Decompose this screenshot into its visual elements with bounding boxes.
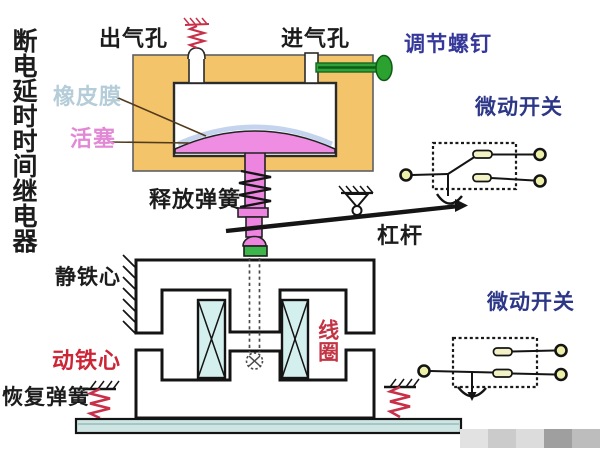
coil-label: 线圈 xyxy=(315,319,339,363)
watermark-blocks xyxy=(460,429,600,448)
adjusting-screw xyxy=(315,54,393,82)
contact-pad xyxy=(492,368,513,378)
terminal xyxy=(533,174,547,188)
rod-connector xyxy=(243,245,268,257)
base-plate xyxy=(74,417,463,435)
recovery-spring-label: 恢复弹簧 xyxy=(2,386,90,409)
terminal xyxy=(417,364,431,378)
rubber-membrane xyxy=(176,124,334,147)
fixed-mount-hatching xyxy=(122,254,137,335)
air-outlet-valve xyxy=(183,17,210,84)
contact-pad xyxy=(472,149,493,159)
piston-leader-line xyxy=(107,141,191,144)
terminal xyxy=(533,147,547,162)
micro-switch-lower-label: 微动开关 xyxy=(487,291,575,314)
rubber-membrane-label: 橡皮膜 xyxy=(53,84,123,109)
membrane-leader-line xyxy=(115,96,207,137)
moving-core-label: 动铁心 xyxy=(52,348,122,373)
terminal xyxy=(399,168,413,182)
micro-switch-lower xyxy=(417,336,568,401)
micro-switch-upper xyxy=(399,141,547,205)
static-core xyxy=(122,254,376,335)
piston-label: 活塞 xyxy=(70,126,117,151)
air-outlet-label: 出气孔 xyxy=(99,26,169,51)
actuator-cup xyxy=(457,386,487,398)
actuator-cup xyxy=(436,193,463,205)
contact-pad xyxy=(472,173,492,183)
release-spring xyxy=(237,169,272,257)
lever-label: 杠杆 xyxy=(377,223,424,248)
release-spring-label: 释放弹簧 xyxy=(149,187,242,212)
terminal xyxy=(554,367,568,382)
air-inlet-label: 进气孔 xyxy=(281,26,351,51)
contact-pad xyxy=(492,347,513,357)
static-core-label: 静铁心 xyxy=(55,266,121,289)
diagram-title: 断电延时时间继电器 xyxy=(9,28,37,253)
micro-switch-upper-label: 微动开关 xyxy=(475,96,563,119)
recovery-spring-right xyxy=(384,378,420,419)
coil-left xyxy=(196,298,227,380)
push-rod xyxy=(245,258,264,370)
adjusting-screw-label: 调节螺钉 xyxy=(404,33,492,56)
recovery-spring-left xyxy=(84,380,120,420)
terminal xyxy=(554,343,568,358)
lever xyxy=(225,199,468,234)
lever-pivot xyxy=(338,185,374,216)
coil-right xyxy=(280,298,310,380)
